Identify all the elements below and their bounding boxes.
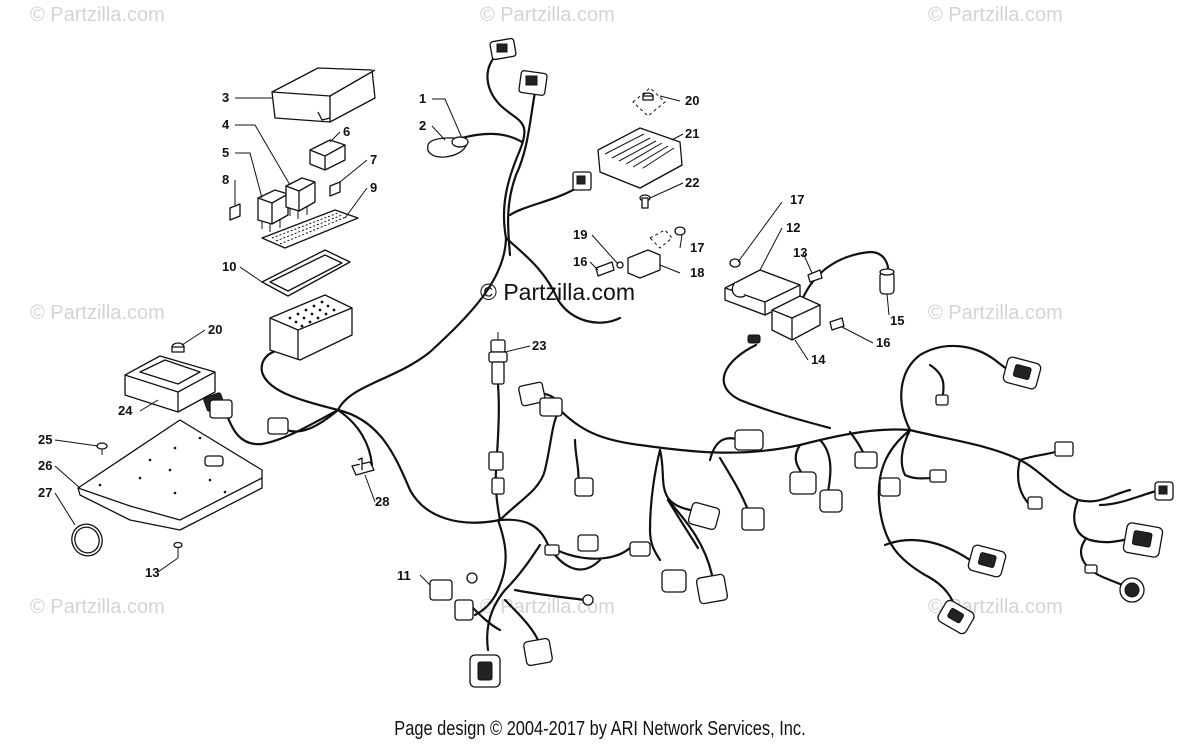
part-20-nut-top [632,87,666,117]
part-8-fuse [229,203,241,221]
center-watermark: © Partzilla.com [480,279,635,305]
callout-23: 23 [532,338,546,353]
callout-27: 27 [38,485,52,500]
callout-20a: 20 [685,93,699,108]
part-11-relay [429,579,453,601]
main-wiring-harness [223,52,1162,652]
callout-28: 28 [375,494,389,509]
watermark-mid-right: © Partzilla.com [928,302,1063,324]
connector-far-right [1122,522,1164,558]
watermark-bottom-center: © Partzilla.com [480,596,615,618]
light-socket [1119,577,1145,603]
part-13-17-right-screws [729,258,845,331]
watermark-mid-left: © Partzilla.com [30,302,165,324]
callout-24: 24 [118,403,133,418]
part-20-nut-left [171,342,185,353]
fuse-box-base [269,294,353,361]
callout-1: 1 [419,91,426,106]
callout-18: 18 [690,265,704,280]
part-6-relay [309,139,346,171]
callout-2: 2 [419,118,426,133]
part-14-coil [747,295,821,344]
callout-3: 3 [222,90,229,105]
callout-12: 12 [786,220,800,235]
lower-connectors [454,572,594,688]
callout-22: 22 [685,175,699,190]
part-4-5-relays [257,177,316,232]
watermark-bottom-left: © Partzilla.com [30,596,165,618]
connector-right-mid [967,544,1007,578]
part-16-19-screws-center [595,226,686,277]
callout-20b: 20 [208,322,222,337]
callout-25: 25 [38,432,52,447]
callout-26: 26 [38,458,52,473]
part-13-screw-bottom [173,541,183,558]
watermark-top-left: © Partzilla.com [30,4,165,26]
callout-16a: 16 [573,254,587,269]
part-24-ecu [124,355,233,419]
part-12-bracket [724,269,801,316]
leader-lines [54,95,890,586]
part-18-bracket [627,229,673,279]
top-connector-b [518,70,548,96]
part-9-label [261,209,359,249]
callout-17b: 17 [790,192,804,207]
callout-11: 11 [397,568,411,583]
callout-16b: 16 [876,335,890,350]
callout-17a: 17 [690,240,704,255]
connector-right-top [1002,356,1042,390]
callout-14: 14 [811,352,826,367]
callout-9: 9 [370,180,377,195]
watermark-top-right: © Partzilla.com [928,4,1063,26]
callout-numbers: 1 2 3 4 5 6 7 8 9 10 11 12 13 13 14 15 1… [38,90,904,583]
part-25-screw [96,442,108,455]
top-connector-a [489,37,517,61]
part-10-gasket [261,249,351,297]
connector-top-right-small [1154,481,1174,501]
middle-connectors [267,381,878,605]
regulator-connector [572,171,592,191]
watermark-top-center: © Partzilla.com [480,4,615,26]
part-26-mounting-plate [77,419,263,531]
part-22-bolt [639,194,651,209]
footer-copyright: Page design © 2004-2017 by ARI Network S… [394,718,806,740]
callout-13b: 13 [145,565,159,580]
callout-5: 5 [222,145,229,160]
callout-19: 19 [573,227,587,242]
part-27-band [71,523,103,557]
callout-6: 6 [343,124,350,139]
part-21-regulator [597,127,683,189]
callout-10: 10 [222,259,236,274]
callout-4: 4 [222,117,230,132]
callout-21: 21 [685,126,699,141]
callout-13a: 13 [793,245,807,260]
part-1-2-clip [426,136,469,158]
part-23-sensor [488,332,508,495]
connector-right-bottom [937,599,975,635]
callout-8: 8 [222,172,229,187]
callout-15: 15 [890,313,904,328]
part-15-plug [879,268,895,295]
small-connectors-right [879,394,1098,574]
part-3-fuse-box-cover [271,67,376,123]
part-7-fuse [329,181,341,197]
part-28-clip [351,457,375,476]
callout-7: 7 [370,152,377,167]
